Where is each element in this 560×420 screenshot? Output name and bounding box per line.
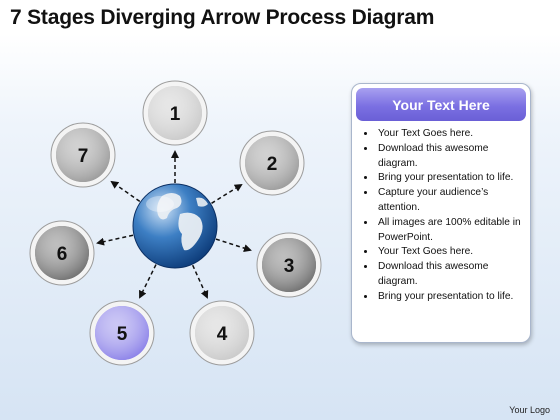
stage-number: 5 xyxy=(117,324,128,345)
stage-shine xyxy=(56,128,110,182)
logo-text: Your Logo xyxy=(509,405,550,415)
list-item: Your Text Goes here. xyxy=(376,127,524,142)
stage-number: 2 xyxy=(267,154,278,175)
list-item: Download this awesome diagram. xyxy=(376,260,524,290)
list-item: Bring your presentation to life. xyxy=(376,171,524,186)
arrow-3 xyxy=(215,238,252,252)
list-item: Bring your presentation to life. xyxy=(376,290,524,305)
stage-number: 1 xyxy=(170,104,181,125)
stage-3: 3 xyxy=(256,232,322,298)
globe-icon xyxy=(132,183,218,269)
stage-number: 4 xyxy=(217,324,228,345)
diverging-diagram: 1 2 3 4 5 6 7 xyxy=(29,80,322,366)
text-panel: Your Text Here Your Text Goes here. Down… xyxy=(351,83,531,343)
bullet-list: Your Text Goes here. Download this aweso… xyxy=(352,127,530,305)
list-item: Capture your audience’s attention. xyxy=(376,186,524,216)
list-item: Your Text Goes here. xyxy=(376,245,524,260)
arrow-2 xyxy=(211,183,243,204)
stage-number: 3 xyxy=(284,256,295,277)
stage-4: 4 xyxy=(189,300,255,366)
list-item: Download this awesome diagram. xyxy=(376,142,524,172)
stage-number: 6 xyxy=(57,244,68,265)
panel-header: Your Text Here xyxy=(356,88,526,121)
stage-2: 2 xyxy=(239,130,305,196)
arrow-5 xyxy=(139,264,157,299)
stage-6: 6 xyxy=(29,220,95,286)
stage-shine xyxy=(262,238,316,292)
arrow-6 xyxy=(96,234,134,246)
stage-5: 5 xyxy=(89,300,155,366)
stage-shine xyxy=(148,86,202,140)
stage-shine xyxy=(35,226,89,280)
stage-shine xyxy=(95,306,149,360)
stage-7: 7 xyxy=(50,122,116,188)
stage-1: 1 xyxy=(142,80,208,146)
stage-shine xyxy=(245,136,299,190)
arrow-4 xyxy=(191,264,209,299)
stage-shine xyxy=(195,306,249,360)
page-title: 7 Stages Diverging Arrow Process Diagram xyxy=(10,6,435,29)
list-item: All images are 100% editable in PowerPoi… xyxy=(376,216,524,246)
stage-number: 7 xyxy=(78,146,89,167)
arrow-7 xyxy=(110,180,141,202)
